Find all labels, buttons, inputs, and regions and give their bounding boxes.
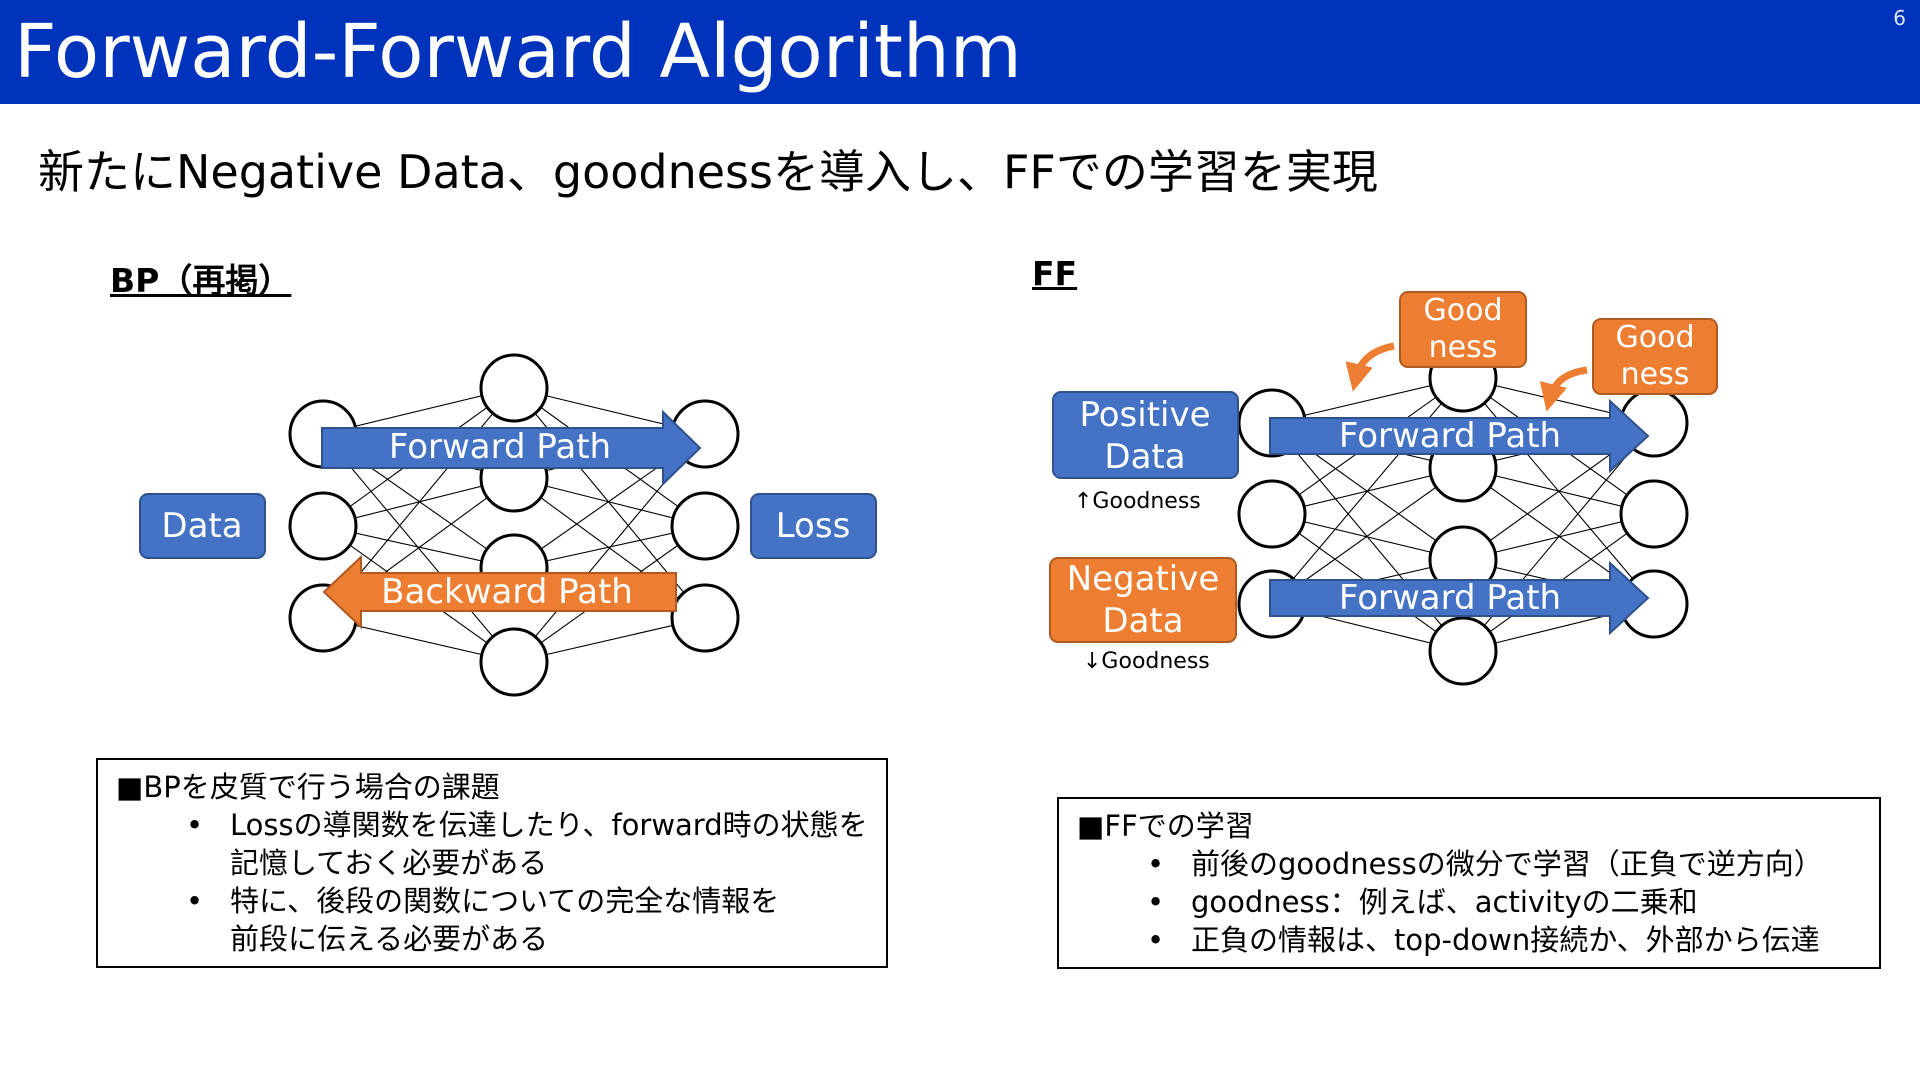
ff-network-nodes bbox=[1237, 343, 1689, 686]
list-item: goodness：例えば、activityの二乗和 bbox=[1147, 883, 1823, 921]
bp-node bbox=[288, 491, 358, 561]
ff-goodness-box-1: Good ness bbox=[1399, 291, 1527, 368]
ff-goodness-1-arrow bbox=[1345, 342, 1395, 392]
ff-negative-note: ↓Goodness bbox=[1083, 649, 1210, 674]
list-item: Lossの導関数を伝達したり、forward時の状態を 記憶しておく必要がある bbox=[186, 806, 868, 882]
slide-title: Forward-Forward Algorithm bbox=[14, 9, 1022, 95]
ff-positive-data-box: Positive Data bbox=[1052, 391, 1239, 479]
ff-negative-data-box: Negative Data bbox=[1049, 557, 1237, 643]
ff-goodness-1-line1: Good bbox=[1424, 293, 1503, 328]
bp-node bbox=[670, 583, 740, 653]
ff-goodness-2-line2: ness bbox=[1621, 357, 1690, 392]
ff-goodness-2-line1: Good bbox=[1616, 320, 1695, 355]
ff-forward-arrow-bottom: Forward Path bbox=[1269, 560, 1650, 636]
bp-forward-arrow: Forward Path bbox=[321, 409, 702, 487]
ff-node bbox=[1619, 479, 1689, 549]
bp-network-nodes bbox=[288, 353, 740, 697]
bp-backward-path-label: Backward Path bbox=[381, 572, 633, 612]
bp-issues-box: ■BPを皮質で行う場合の課題 Lossの導関数を伝達したり、forward時の状… bbox=[96, 758, 888, 968]
ff-positive-line2: Data bbox=[1104, 437, 1185, 477]
ff-positive-note: ↑Goodness bbox=[1074, 489, 1201, 514]
bp-node bbox=[479, 627, 549, 697]
ff-forward-path-top-label: Forward Path bbox=[1339, 416, 1561, 456]
ff-learning-title: ■FFでの学習 bbox=[1077, 809, 1254, 843]
ff-forward-arrow-top: Forward Path bbox=[1269, 398, 1650, 474]
ff-goodness-2-arrow bbox=[1539, 366, 1588, 412]
bp-forward-path-label: Forward Path bbox=[389, 427, 611, 467]
ff-node bbox=[1237, 479, 1307, 549]
list-item: 特に、後段の関数についての完全な情報を 前段に伝える必要がある bbox=[186, 882, 868, 958]
bp-loss-label: Loss bbox=[776, 506, 851, 546]
bp-issues-title: ■BPを皮質で行う場合の課題 bbox=[116, 770, 500, 804]
ff-learning-list: 前後のgoodnessの微分で学習（正負で逆方向） goodness：例えば、a… bbox=[1147, 845, 1823, 959]
ff-node bbox=[1428, 616, 1498, 686]
slide-subtitle: 新たにNegative Data、goodnessを導入し、FFでの学習を実現 bbox=[38, 145, 1378, 199]
ff-goodness-box-2: Good ness bbox=[1592, 318, 1718, 395]
bp-loss-box: Loss bbox=[750, 493, 877, 559]
bp-data-label: Data bbox=[161, 506, 242, 546]
bp-node bbox=[670, 491, 740, 561]
bp-backward-arrow: Backward Path bbox=[322, 554, 677, 630]
bp-heading: BP（再掲） bbox=[110, 261, 292, 300]
bp-data-box: Data bbox=[139, 493, 266, 559]
ff-goodness-1-line2: ness bbox=[1429, 330, 1498, 365]
title-bar: Forward-Forward Algorithm 6 bbox=[0, 0, 1920, 104]
ff-learning-box: ■FFでの学習 前後のgoodnessの微分で学習（正負で逆方向） goodne… bbox=[1057, 797, 1881, 969]
ff-negative-line2: Data bbox=[1102, 601, 1183, 641]
ff-edge bbox=[1271, 377, 1464, 605]
bp-issues-list: Lossの導関数を伝達したり、forward時の状態を 記憶しておく必要がある … bbox=[186, 806, 868, 958]
ff-negative-line1: Negative bbox=[1067, 559, 1220, 599]
bp-node bbox=[479, 353, 549, 423]
ff-forward-path-bottom-label: Forward Path bbox=[1339, 578, 1561, 618]
ff-positive-line1: Positive bbox=[1079, 395, 1210, 435]
list-item: 正負の情報は、top-down接続か、外部から伝達 bbox=[1147, 921, 1823, 959]
page-number: 6 bbox=[1893, 6, 1906, 30]
list-item: 前後のgoodnessの微分で学習（正負で逆方向） bbox=[1147, 845, 1823, 883]
ff-heading: FF bbox=[1032, 254, 1078, 293]
